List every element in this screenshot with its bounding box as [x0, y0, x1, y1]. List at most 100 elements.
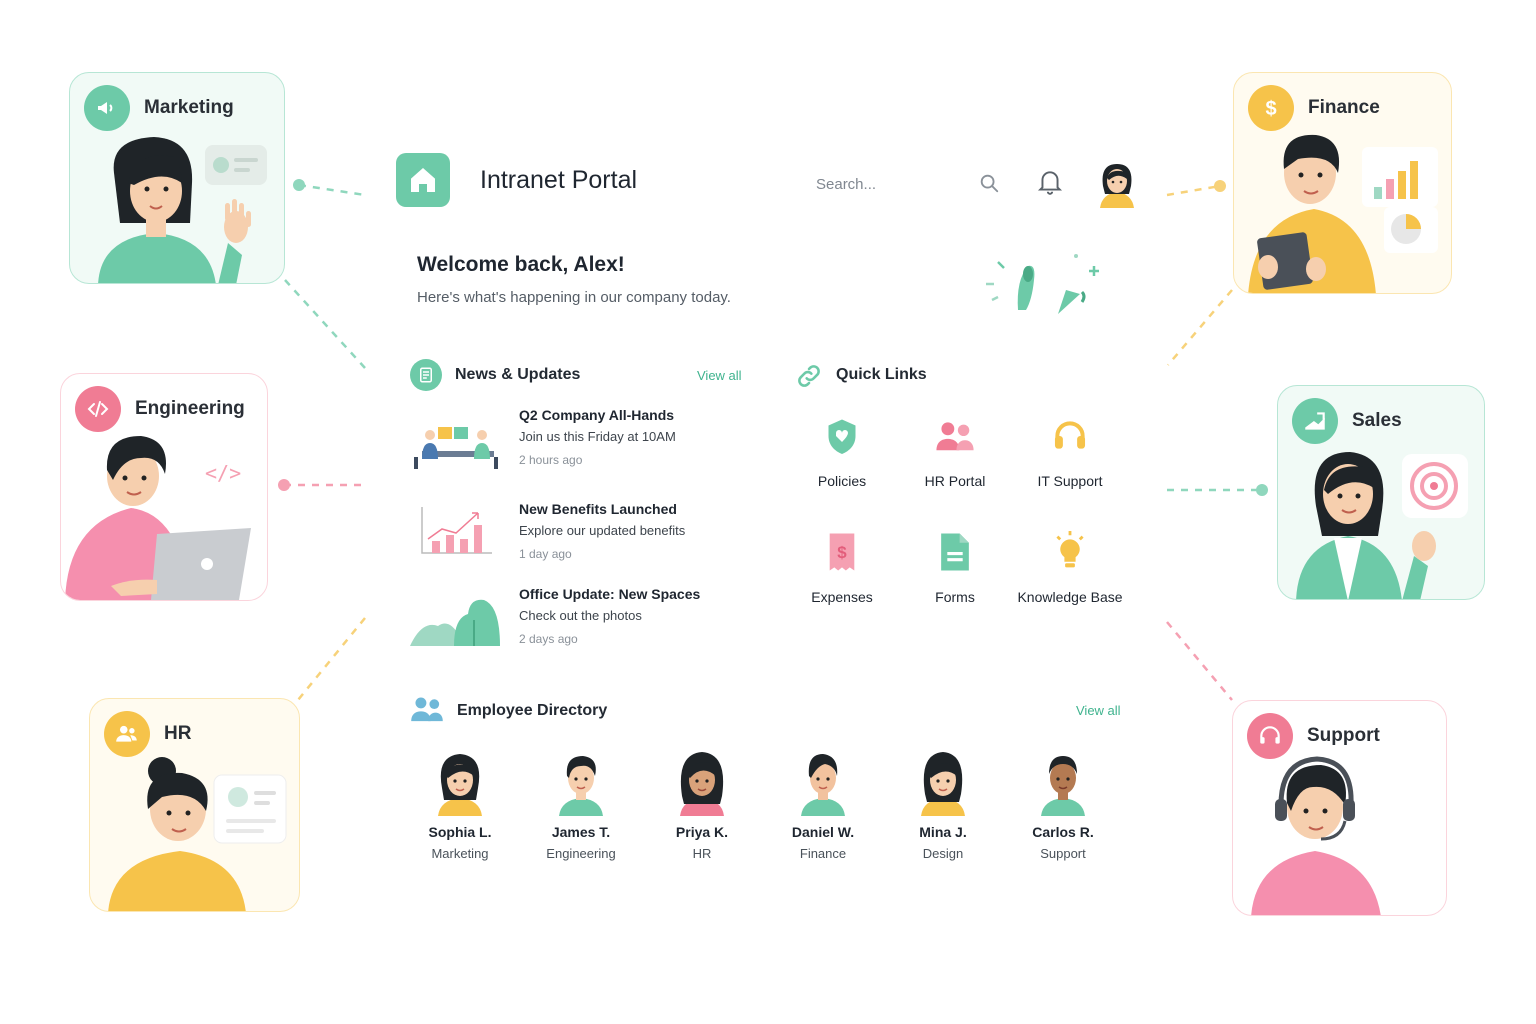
news-item-title: Office Update: New Spaces: [519, 586, 701, 602]
news-item-description: Explore our updated benefits: [519, 523, 686, 538]
lightbulb-icon: [1015, 530, 1125, 574]
search-input[interactable]: [816, 168, 1006, 200]
dept-title-engineering: Engineering: [135, 398, 245, 419]
employee-card[interactable]: Carlos R. Support: [1008, 748, 1118, 861]
avatar: [680, 752, 724, 816]
news-view-all-link[interactable]: View all: [697, 368, 742, 383]
news-item-description: Check out the photos: [519, 608, 642, 623]
search-icon[interactable]: [976, 170, 1002, 196]
quick-link-label: Policies: [817, 473, 867, 489]
avatar: [1041, 756, 1085, 816]
dept-title-hr: HR: [164, 723, 192, 744]
app-title: Intranet Portal: [480, 166, 638, 194]
benefits-chart-thumbnail: [421, 507, 492, 554]
meeting-thumbnail: [414, 427, 498, 469]
employee-card[interactable]: James T. Engineering: [526, 748, 636, 861]
growth-chart-icon: [1292, 398, 1338, 444]
engineering-illustration: </>: [65, 436, 251, 600]
headset-icon: [1015, 414, 1125, 458]
link-icon: [795, 362, 823, 395]
employee-card[interactable]: Sophia L. Marketing: [405, 748, 515, 861]
dept-card-finance[interactable]: $ Finance: [1233, 72, 1452, 294]
dollar-icon: $: [1248, 85, 1294, 131]
party-popper-icon: [986, 254, 1099, 314]
employee-name: Carlos R.: [1032, 824, 1094, 840]
directory-title: Employee Directory: [457, 702, 608, 719]
welcome-title: Welcome back, Alex!: [417, 253, 625, 276]
employee-card[interactable]: Priya K. HR: [647, 748, 757, 861]
news-item[interactable]: Office Update: New Spaces Check out the …: [408, 586, 753, 662]
quick-link-label: HR Portal: [924, 473, 986, 489]
employee-name: Daniel W.: [791, 824, 855, 840]
avatar: [801, 754, 845, 816]
news-item-time: 2 days ago: [519, 632, 578, 646]
svg-text:$: $: [837, 543, 847, 562]
quick-link-hr-portal[interactable]: HR Portal: [900, 414, 1010, 490]
quick-link-forms[interactable]: Forms: [900, 530, 1010, 606]
code-icon: [75, 386, 121, 432]
employee-name: Sophia L.: [428, 824, 492, 840]
news-item-description: Join us this Friday at 10AM: [519, 429, 676, 444]
employee-department: HR: [692, 846, 712, 861]
hr-illustration: [108, 757, 287, 911]
quick-links-title: Quick Links: [836, 366, 927, 383]
news-item[interactable]: New Benefits Launched Explore our update…: [408, 501, 753, 577]
dept-card-marketing[interactable]: Marketing: [69, 72, 285, 284]
directory-view-all-link[interactable]: View all: [1076, 703, 1121, 718]
people-icon: [104, 711, 150, 757]
dept-card-sales[interactable]: Sales: [1277, 385, 1485, 600]
employee-name: Mina J.: [919, 824, 967, 840]
team-icon: [410, 694, 444, 729]
employee-department: Design: [922, 846, 964, 861]
dept-title-support: Support: [1307, 725, 1380, 746]
avatar: [438, 754, 482, 816]
home-button[interactable]: [396, 153, 450, 207]
employee-card[interactable]: Mina J. Design: [888, 748, 998, 861]
quick-link-label: Expenses: [811, 589, 873, 605]
quick-link-label: Knowledge Base: [1017, 589, 1123, 605]
document-icon: [900, 530, 1010, 574]
support-illustration: [1251, 756, 1381, 915]
employee-department: Engineering: [546, 846, 616, 861]
employee-name: James T.: [551, 824, 611, 840]
dept-card-engineering[interactable]: </> Engineering: [60, 373, 268, 601]
finance-illustration: [1248, 134, 1438, 293]
quick-link-expenses[interactable]: $ Expenses: [787, 530, 897, 606]
headset-icon: [1247, 713, 1293, 759]
employee-name: Priya K.: [675, 824, 729, 840]
employee-department: Marketing: [431, 846, 489, 861]
sales-illustration: [1296, 452, 1468, 599]
avatar: [921, 752, 965, 816]
news-section-title: News & Updates: [455, 366, 581, 383]
welcome-subtitle: Here's what's happening in our company t…: [417, 289, 731, 306]
bell-icon[interactable]: [1035, 166, 1065, 198]
shield-icon: [787, 414, 897, 458]
user-avatar[interactable]: [1096, 160, 1138, 208]
news-item[interactable]: Q2 Company All-Hands Join us this Friday…: [408, 407, 753, 483]
news-item-title: Q2 Company All-Hands: [519, 407, 675, 423]
employee-department: Support: [1040, 846, 1086, 861]
people-icon: [900, 414, 1010, 458]
office-plants-thumbnail: [410, 599, 500, 646]
news-item-time: 1 day ago: [519, 547, 572, 561]
megaphone-icon: [84, 85, 130, 131]
dept-title-finance: Finance: [1308, 97, 1380, 118]
dept-card-support[interactable]: Support: [1232, 700, 1447, 916]
news-icon: [410, 359, 442, 391]
home-icon: [411, 168, 435, 192]
dept-title-marketing: Marketing: [144, 97, 234, 118]
news-item-title: New Benefits Launched: [519, 501, 677, 517]
employee-card[interactable]: Daniel W. Finance: [768, 748, 878, 861]
quick-link-it-support[interactable]: IT Support: [1015, 414, 1125, 490]
avatar: [559, 756, 603, 816]
dept-card-hr[interactable]: HR: [89, 698, 300, 912]
quick-link-label: IT Support: [1037, 473, 1103, 489]
svg-text:$: $: [1265, 98, 1276, 120]
receipt-icon: $: [787, 530, 897, 574]
svg-text:</>: </>: [205, 461, 241, 485]
news-item-time: 2 hours ago: [519, 453, 583, 467]
quick-link-policies[interactable]: Policies: [787, 414, 897, 490]
dept-title-sales: Sales: [1352, 410, 1402, 431]
marketing-illustration: [98, 137, 267, 283]
quick-link-knowledge-base[interactable]: Knowledge Base: [1015, 530, 1125, 606]
